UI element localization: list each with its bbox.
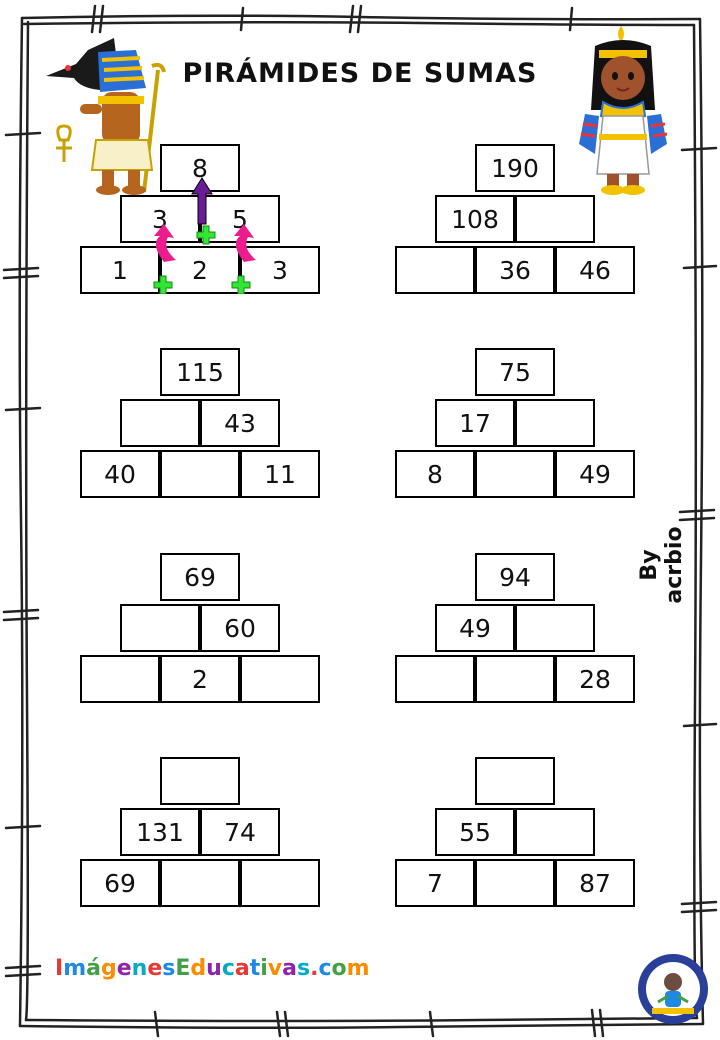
page-title: PIRÁMIDES DE SUMAS [182, 58, 538, 89]
pyramid-top-cell [475, 757, 555, 805]
pyramid-bottom-right-cell: 28 [555, 655, 635, 703]
pyramid-middle-left-cell: 108 [435, 195, 515, 243]
curved-arrow-icon [234, 224, 256, 262]
pyramid-bottom-left-cell [395, 246, 475, 294]
pyramid-bottom-center-cell: 2 [160, 246, 240, 294]
site-name-letter: v [267, 956, 283, 981]
pyramid-middle-left-cell: 55 [435, 808, 515, 856]
sum-pyramid: 75 17 8 49 [395, 348, 637, 498]
pyramid-bottom-right-cell [240, 859, 320, 907]
sum-pyramid: 69 60 2 [80, 553, 322, 703]
pyramid-middle-left-cell [120, 399, 200, 447]
plus-icon [196, 225, 216, 245]
author-byline: By acrbio [637, 526, 687, 604]
sum-pyramid: 190 108 36 46 [395, 144, 637, 294]
sum-pyramid: 94 49 28 [395, 553, 637, 703]
site-name-letter: t [249, 956, 261, 981]
site-name-letter: m [346, 956, 370, 981]
pyramid-top-cell [160, 757, 240, 805]
site-name-letter: g [100, 956, 117, 981]
pyramid-bottom-center-cell: 2 [160, 655, 240, 703]
site-name-letter: s [162, 956, 176, 981]
site-name-letter: a [282, 956, 297, 981]
pyramid-bottom-left-cell: 7 [395, 859, 475, 907]
pyramid-bottom-center-cell [475, 859, 555, 907]
site-name-footer[interactable]: ImágenesEducativas.com [55, 956, 370, 981]
sum-pyramid: 131 74 69 [80, 757, 322, 907]
up-arrow-icon [191, 177, 213, 225]
site-name-letter: d [190, 956, 207, 981]
site-name-letter: e [147, 956, 163, 981]
pyramid-middle-left-cell: 17 [435, 399, 515, 447]
pyramid-bottom-left-cell: 40 [80, 450, 160, 498]
pyramid-bottom-center-cell [160, 450, 240, 498]
pyramid-middle-left-cell: 131 [120, 808, 200, 856]
pyramid-middle-right-cell [515, 604, 595, 652]
pyramid-bottom-left-cell [80, 655, 160, 703]
site-name-letter: c [318, 956, 332, 981]
pyramid-middle-left-cell [120, 604, 200, 652]
plus-icon [153, 275, 173, 294]
pyramid-bottom-right-cell: 11 [240, 450, 320, 498]
pyramid-middle-right-cell: 43 [200, 399, 280, 447]
site-name-letter: a [234, 956, 250, 981]
pyramid-bottom-center-cell: 36 [475, 246, 555, 294]
site-name-letter: u [206, 956, 222, 981]
pyramid-bottom-right-cell: 46 [555, 246, 635, 294]
site-logo[interactable] [636, 952, 710, 1026]
sum-pyramid: 55 7 87 [395, 757, 637, 907]
site-name-letter: s [297, 956, 311, 981]
pyramid-bottom-center-cell [475, 450, 555, 498]
egyptian-girl-illustration [579, 26, 668, 195]
pyramid-top-cell: 94 [475, 553, 555, 601]
pyramid-middle-right-cell [515, 399, 595, 447]
site-name-letter: i [260, 956, 268, 981]
pyramid-bottom-left-cell: 69 [80, 859, 160, 907]
pyramid-top-cell: 115 [160, 348, 240, 396]
plus-icon [231, 275, 251, 294]
pyramid-bottom-center-cell [475, 655, 555, 703]
pyramid-bottom-right-cell [240, 655, 320, 703]
site-name-letter: . [310, 956, 319, 981]
pyramid-bottom-center-cell [160, 859, 240, 907]
curved-arrow-icon [154, 224, 176, 262]
sum-pyramid: 115 43 40 11 [80, 348, 322, 498]
pyramid-middle-right-cell: 60 [200, 604, 280, 652]
pyramid-middle-right-cell [515, 195, 595, 243]
site-name-letter: E [175, 956, 191, 981]
pyramid-bottom-left-cell: 8 [395, 450, 475, 498]
pyramid-bottom-right-cell: 3 [240, 246, 320, 294]
pyramid-bottom-right-cell: 87 [555, 859, 635, 907]
site-name-letter: á [86, 956, 101, 981]
pyramid-top-cell: 69 [160, 553, 240, 601]
site-name-letter: m [63, 956, 87, 981]
pyramid-bottom-left-cell: 1 [80, 246, 160, 294]
site-name-letter: I [55, 956, 64, 981]
pyramid-top-cell: 75 [475, 348, 555, 396]
site-name-letter: e [116, 956, 132, 981]
sum-pyramid-example: 8 3 5 1 2 3 [80, 144, 322, 294]
addition-hint-arrows [153, 177, 256, 294]
anubis-illustration [46, 38, 166, 195]
pyramid-middle-right-cell [515, 808, 595, 856]
pyramid-bottom-left-cell [395, 655, 475, 703]
site-name-letter: c [221, 956, 235, 981]
site-name-letter: n [131, 956, 148, 981]
pyramid-middle-left-cell: 49 [435, 604, 515, 652]
pyramid-top-cell: 190 [475, 144, 555, 192]
site-name-letter: o [331, 956, 347, 981]
pyramid-bottom-right-cell: 49 [555, 450, 635, 498]
pyramid-middle-right-cell: 74 [200, 808, 280, 856]
